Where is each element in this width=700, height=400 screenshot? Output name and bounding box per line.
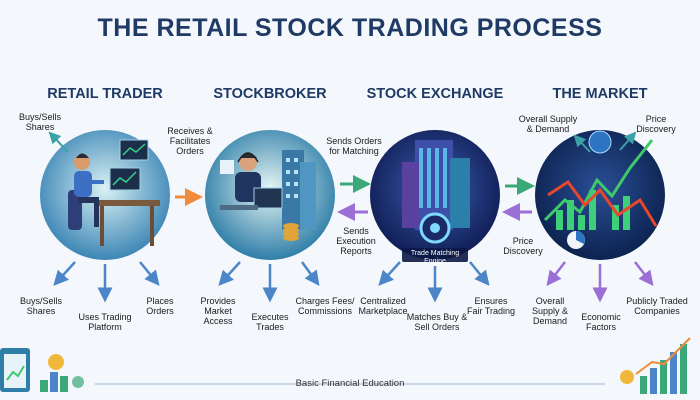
stage-title-retail-trader: RETAIL TRADER [47,86,163,102]
label-matches-buy-sell-orders: Matches Buy & Sell Orders [406,312,468,332]
label-provides-market-access: Provides Market Access [200,296,236,326]
label-places-orders: Places Orders [146,296,174,316]
stage-title-market: THE MARKET [552,86,648,102]
label-sends-orders-for-matching: Sends Orders for Matching [326,136,382,156]
label-charges-fees-commissions: Charges Fees/ Commissions [295,296,355,316]
label-uses-trading-platform: Uses Trading Platform [78,312,132,332]
stockbroker-illustration [205,130,335,260]
stock-exchange-illustration [370,130,500,262]
label-price-discovery-top: Price Discovery [636,114,676,134]
label-sends-execution-reports: Sends Execution Reports [336,226,376,256]
label-economic-factors: Economic Factors [581,312,621,332]
label-centralized-marketplace: Centralized Marketplace [358,296,408,316]
retail-trader-illustration [40,130,170,260]
label-buys-sells-shares-bottom: Buys/Sells Shares [19,296,63,316]
label-executes-trades: Executes Trades [251,312,289,332]
label-buys-sells-shares-top: Buys/Sells Shares [18,112,62,132]
label-receives-facilitates-orders: Receives & Facilitates Orders [167,126,213,156]
footer-growth-chart-icon [620,337,691,394]
footer-clipboard-icon [0,348,84,392]
label-overall-supply-demand-bottom: Overall Supply & Demand [531,296,569,326]
footer-text: Basic Financial Education [295,378,405,389]
market-illustration [535,130,665,260]
label-overall-supply-demand-top: Overall Supply & Demand [518,114,578,134]
stage-title-stock-exchange: STOCK EXCHANGE [366,86,504,102]
page-title: THE RETAIL STOCK TRADING PROCESS [97,14,603,42]
label-trade-matching-engine: Trade Matching Engine [410,250,460,265]
label-ensures-fair-trading: Ensures Fair Trading [466,296,516,316]
label-price-discovery-mid: Price Discovery [503,236,543,256]
label-publicly-traded-companies: Publicly Traded Companies [626,296,688,316]
stage-title-stockbroker: STOCKBROKER [213,86,327,102]
